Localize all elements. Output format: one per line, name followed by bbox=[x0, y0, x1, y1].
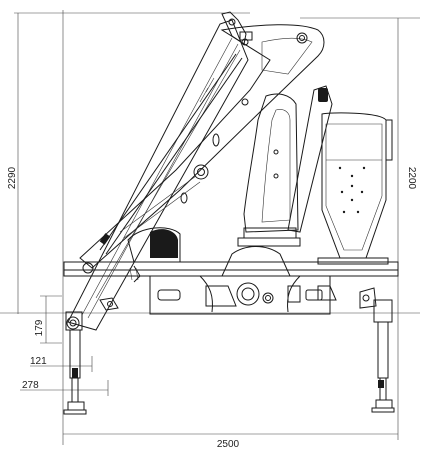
dim-right-height: 2200 bbox=[406, 167, 417, 190]
link-bracket bbox=[99, 265, 141, 311]
main-boom bbox=[66, 11, 253, 331]
right-outrigger bbox=[359, 287, 395, 413]
slewing-gear bbox=[127, 227, 181, 281]
dim-foot-inner: 121 bbox=[30, 356, 47, 367]
dim-overall-width: 2500 bbox=[217, 439, 240, 450]
left-outrigger bbox=[63, 311, 87, 415]
dimension-labels: 2290 2200 179 121 278 2500 bbox=[7, 166, 417, 450]
platform-holes bbox=[338, 166, 366, 214]
base-frame bbox=[63, 246, 399, 315]
column bbox=[237, 85, 333, 247]
dim-overall-height: 2290 bbox=[7, 166, 18, 189]
secondary-boom bbox=[79, 24, 325, 269]
dim-outrigger-offset: 179 bbox=[34, 319, 45, 336]
dimension-lines bbox=[0, 10, 420, 445]
dim-foot-outer: 278 bbox=[22, 380, 39, 391]
operator-platform bbox=[317, 112, 393, 265]
